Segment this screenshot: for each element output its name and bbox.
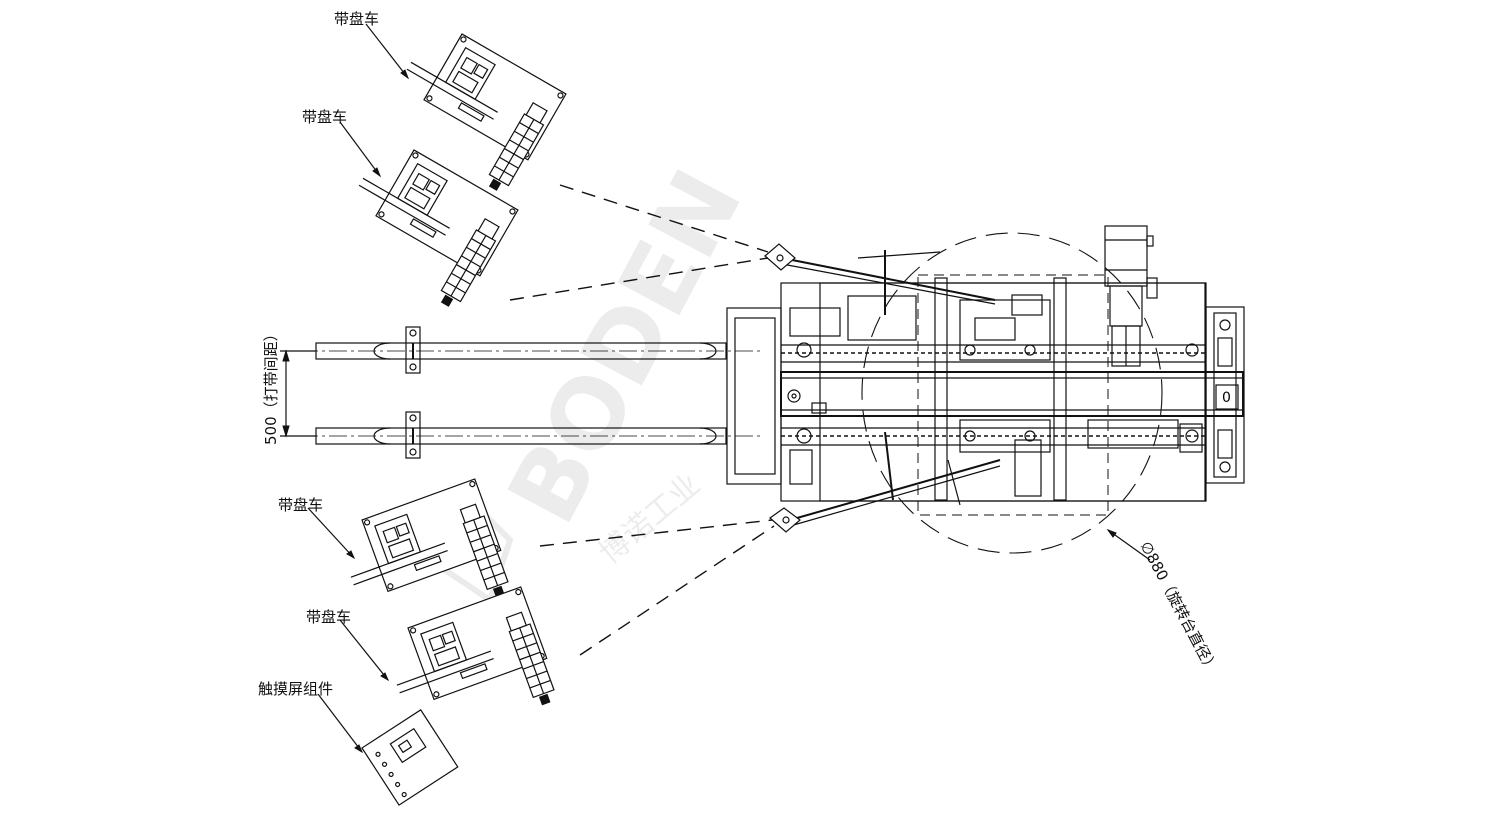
- strap-spacing-label: 500（打带间距）: [262, 326, 280, 445]
- label-reel-cart-1: 带盘车: [334, 10, 379, 28]
- label-touchscreen-assembly: 触摸屏组件: [258, 680, 333, 698]
- leader-lines: [307, 23, 1151, 754]
- watermark-brand: BODEN: [486, 152, 763, 540]
- main-machine: 0: [726, 225, 1245, 516]
- strap-arms: [764, 243, 1001, 533]
- label-reel-cart-2: 带盘车: [302, 108, 347, 126]
- label-reel-cart-3: 带盘车: [278, 496, 323, 514]
- touchscreen-assembly: [361, 709, 459, 806]
- label-reel-cart-4: 带盘车: [306, 608, 351, 626]
- left-rails: [280, 326, 760, 459]
- strap-paths: [509, 184, 775, 656]
- turntable-circle: [861, 232, 1163, 554]
- reel-cart-2: [328, 134, 519, 313]
- svg-text:0: 0: [1222, 390, 1231, 406]
- label-turntable-diameter: ∅880（旋转台直径）: [1136, 538, 1221, 676]
